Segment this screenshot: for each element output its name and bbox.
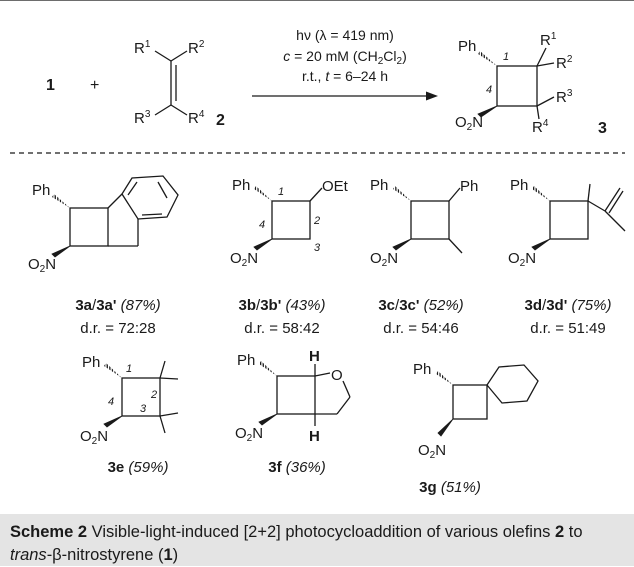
product-3a-ph: Ph bbox=[32, 182, 50, 199]
caption-olefin-ref: 2 bbox=[555, 523, 565, 541]
product-3e-num1: 1 bbox=[126, 363, 132, 375]
r3-label: R3 bbox=[134, 109, 151, 127]
product-3e-no2: O2N bbox=[80, 428, 108, 447]
condition-concentration: c = 20 mM (CH2Cl2) bbox=[283, 48, 407, 67]
scheme-caption: Scheme 2 Visible-light-induced [2+2] pho… bbox=[0, 514, 634, 566]
product-3e-structure: Ph O2N 1 2 3 4 bbox=[80, 354, 179, 447]
scheme-figure: 1 + R1 R2 R3 R4 2 hν (λ = 419 nm) c = 20… bbox=[0, 0, 634, 496]
product-3d-dr: d.r. = 51:49 bbox=[530, 320, 605, 337]
product-3b-oet: OEt bbox=[322, 178, 349, 195]
product-3b-num4: 4 bbox=[259, 219, 265, 231]
product-3g-ph: Ph bbox=[413, 361, 431, 378]
product-3e-label: 3e (59%) bbox=[108, 459, 169, 476]
product-3b-structure: Ph OEt O2N 1 2 3 4 bbox=[230, 177, 349, 269]
product-3b-label: 3b/3b' (43%) bbox=[239, 297, 326, 314]
r4-label: R4 bbox=[188, 109, 205, 127]
product-3c-no2: O2N bbox=[370, 250, 398, 269]
product-3d-no2: O2N bbox=[508, 250, 536, 269]
olefin-2-label: 2 bbox=[216, 112, 225, 129]
product-3g-structure: Ph O2N bbox=[413, 361, 539, 461]
product-3-no2: O2N bbox=[455, 114, 483, 133]
product-3c-ph2: Ph bbox=[460, 178, 478, 195]
reactant-1-label: 1 bbox=[46, 77, 55, 94]
r1-label: R1 bbox=[134, 39, 151, 57]
product-3b-num1: 1 bbox=[278, 186, 284, 198]
product-3g-label: 3g (51%) bbox=[419, 479, 481, 496]
caption-text-a: Visible-light-induced [2+2] photocycload… bbox=[87, 523, 555, 541]
product-3f-structure: Ph O2N H H O bbox=[235, 348, 351, 445]
product-3d-ph: Ph bbox=[510, 177, 528, 194]
product-3-r3: R3 bbox=[556, 88, 573, 106]
product-3b-ph: Ph bbox=[232, 177, 250, 194]
caption-text-d: ) bbox=[172, 546, 179, 564]
product-3f-label: 3f (36%) bbox=[268, 459, 326, 476]
product-3e-num4: 4 bbox=[108, 396, 114, 408]
olefin-2-structure bbox=[154, 50, 188, 116]
product-3b-no2: O2N bbox=[230, 250, 258, 269]
product-3e-num3: 3 bbox=[140, 403, 147, 415]
product-3a-dr: d.r. = 72:28 bbox=[80, 320, 155, 337]
plus-sign: + bbox=[90, 77, 99, 94]
product-3e-ph: Ph bbox=[82, 354, 100, 371]
product-3-ph: Ph bbox=[458, 38, 476, 55]
product-3a-structure: Ph O2N bbox=[28, 175, 179, 275]
product-3b-num2: 2 bbox=[313, 215, 320, 227]
product-3-r2: R2 bbox=[556, 54, 573, 72]
product-3-structure bbox=[477, 47, 555, 120]
product-3c-structure: Ph Ph O2N bbox=[370, 177, 478, 269]
scheme-drawing: 1 + R1 R2 R3 R4 2 hν (λ = 419 nm) c = 20… bbox=[10, 27, 626, 496]
product-3-r4: R4 bbox=[532, 118, 549, 136]
condition-light: hν (λ = 419 nm) bbox=[296, 27, 394, 43]
caption-nitrostyrene-ref: 1 bbox=[163, 546, 173, 564]
caption-trans: trans bbox=[10, 546, 47, 564]
product-3f-ph: Ph bbox=[237, 352, 255, 369]
r2-label: R2 bbox=[188, 39, 205, 57]
product-3c-dr: d.r. = 54:46 bbox=[383, 320, 458, 337]
product-3e-num2: 2 bbox=[150, 389, 157, 401]
product-3-num4: 4 bbox=[486, 84, 492, 96]
product-3f-h-top: H bbox=[309, 348, 320, 365]
product-3-r1: R1 bbox=[540, 31, 557, 49]
reaction-equation: 1 + R1 R2 R3 R4 2 hν (λ = 419 nm) c = 20… bbox=[46, 27, 607, 137]
caption-label: Scheme 2 bbox=[10, 523, 88, 541]
product-3-label: 3 bbox=[598, 120, 607, 137]
product-3a-label: 3a/3a' (87%) bbox=[75, 297, 160, 314]
product-3b-num3: 3 bbox=[314, 242, 321, 254]
product-3a-no2: O2N bbox=[28, 256, 56, 275]
product-3f-no2: O2N bbox=[235, 425, 263, 444]
caption-text-c: -β-nitrostyrene ( bbox=[46, 546, 164, 564]
product-3g-no2: O2N bbox=[418, 442, 446, 461]
product-3f-oxygen: O bbox=[331, 367, 343, 384]
product-3d-label: 3d/3d' (75%) bbox=[525, 297, 612, 314]
product-3-num1: 1 bbox=[503, 51, 509, 63]
product-3c-label: 3c/3c' (52%) bbox=[378, 297, 463, 314]
product-3b-dr: d.r. = 58:42 bbox=[244, 320, 319, 337]
condition-time: r.t., t = 6–24 h bbox=[302, 68, 388, 84]
product-3f-h-bottom: H bbox=[309, 428, 320, 445]
caption-text-b: to bbox=[564, 523, 583, 541]
product-3c-ph: Ph bbox=[370, 177, 388, 194]
product-3d-structure: Ph O2N bbox=[508, 177, 626, 269]
